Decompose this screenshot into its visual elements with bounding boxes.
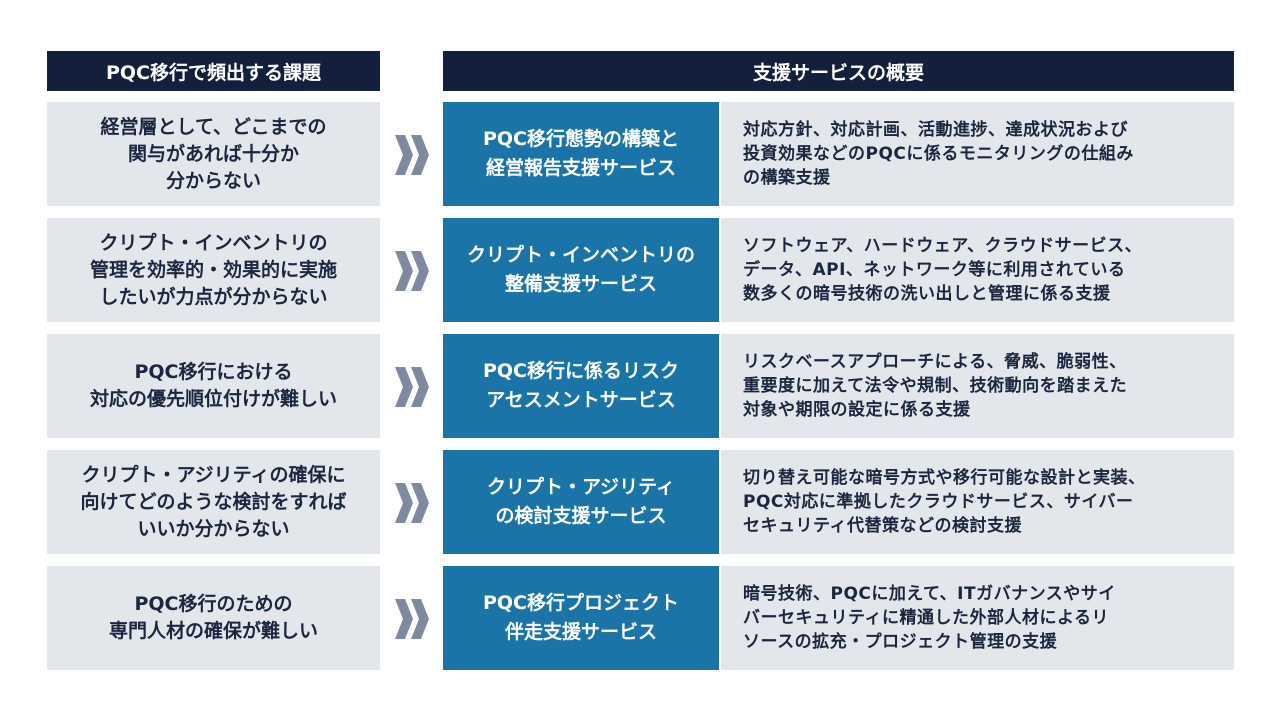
issues-header: PQC移行で頻出する課題 xyxy=(47,51,380,91)
service-description: 暗号技術、PQCに加えて、ITガバナンスやサイ バーセキュリティに精通した外部人… xyxy=(721,566,1234,670)
double-chevron-icon xyxy=(395,483,429,523)
services-header: 支援サービスの概要 xyxy=(443,51,1234,91)
row-2: クリプト・インベントリの 管理を効率的・効果的に実施 したいが力点が分からない … xyxy=(0,218,1280,322)
service-description: ソフトウェア、ハードウェア、クラウドサービス、 データ、API、ネットワーク等に… xyxy=(721,218,1234,322)
service-box: PQC移行に係るリスク アセスメントサービス xyxy=(443,334,719,438)
double-chevron-icon xyxy=(395,599,429,639)
service-box: クリプト・アジリティ の検討支援サービス xyxy=(443,450,719,554)
row-5: PQC移行のための 専門人材の確保が難しい PQC移行プロジェクト 伴走支援サー… xyxy=(0,566,1280,670)
service-description: 対応方針、対応計画、活動進捗、達成状況および 投資効果などのPQCに係るモニタリ… xyxy=(721,102,1234,206)
row-1: 経営層として、どこまでの 関与があれば十分か 分からない PQC移行態勢の構築と… xyxy=(0,102,1280,206)
double-chevron-icon xyxy=(395,135,429,175)
row-4: クリプト・アジリティの確保に 向けてどのような検討をすれば いいか分からない ク… xyxy=(0,450,1280,554)
service-box: PQC移行態勢の構築と 経営報告支援サービス xyxy=(443,102,719,206)
issue-box: クリプト・インベントリの 管理を効率的・効果的に実施 したいが力点が分からない xyxy=(47,218,380,322)
service-box: PQC移行プロジェクト 伴走支援サービス xyxy=(443,566,719,670)
double-chevron-icon xyxy=(395,367,429,407)
service-box: クリプト・インベントリの 整備支援サービス xyxy=(443,218,719,322)
issue-box: クリプト・アジリティの確保に 向けてどのような検討をすれば いいか分からない xyxy=(47,450,380,554)
service-description: 切り替え可能な暗号方式や移行可能な設計と実装、 PQC対応に準拠したクラウドサー… xyxy=(721,450,1234,554)
issue-box: PQC移行のための 専門人材の確保が難しい xyxy=(47,566,380,670)
issue-box: 経営層として、どこまでの 関与があれば十分か 分からない xyxy=(47,102,380,206)
issue-box: PQC移行における 対応の優先順位付けが難しい xyxy=(47,334,380,438)
service-description: リスクベースアプローチによる、脅威、脆弱性、 重要度に加えて法令や規制、技術動向… xyxy=(721,334,1234,438)
row-3: PQC移行における 対応の優先順位付けが難しい PQC移行に係るリスク アセスメ… xyxy=(0,334,1280,438)
double-chevron-icon xyxy=(395,251,429,291)
